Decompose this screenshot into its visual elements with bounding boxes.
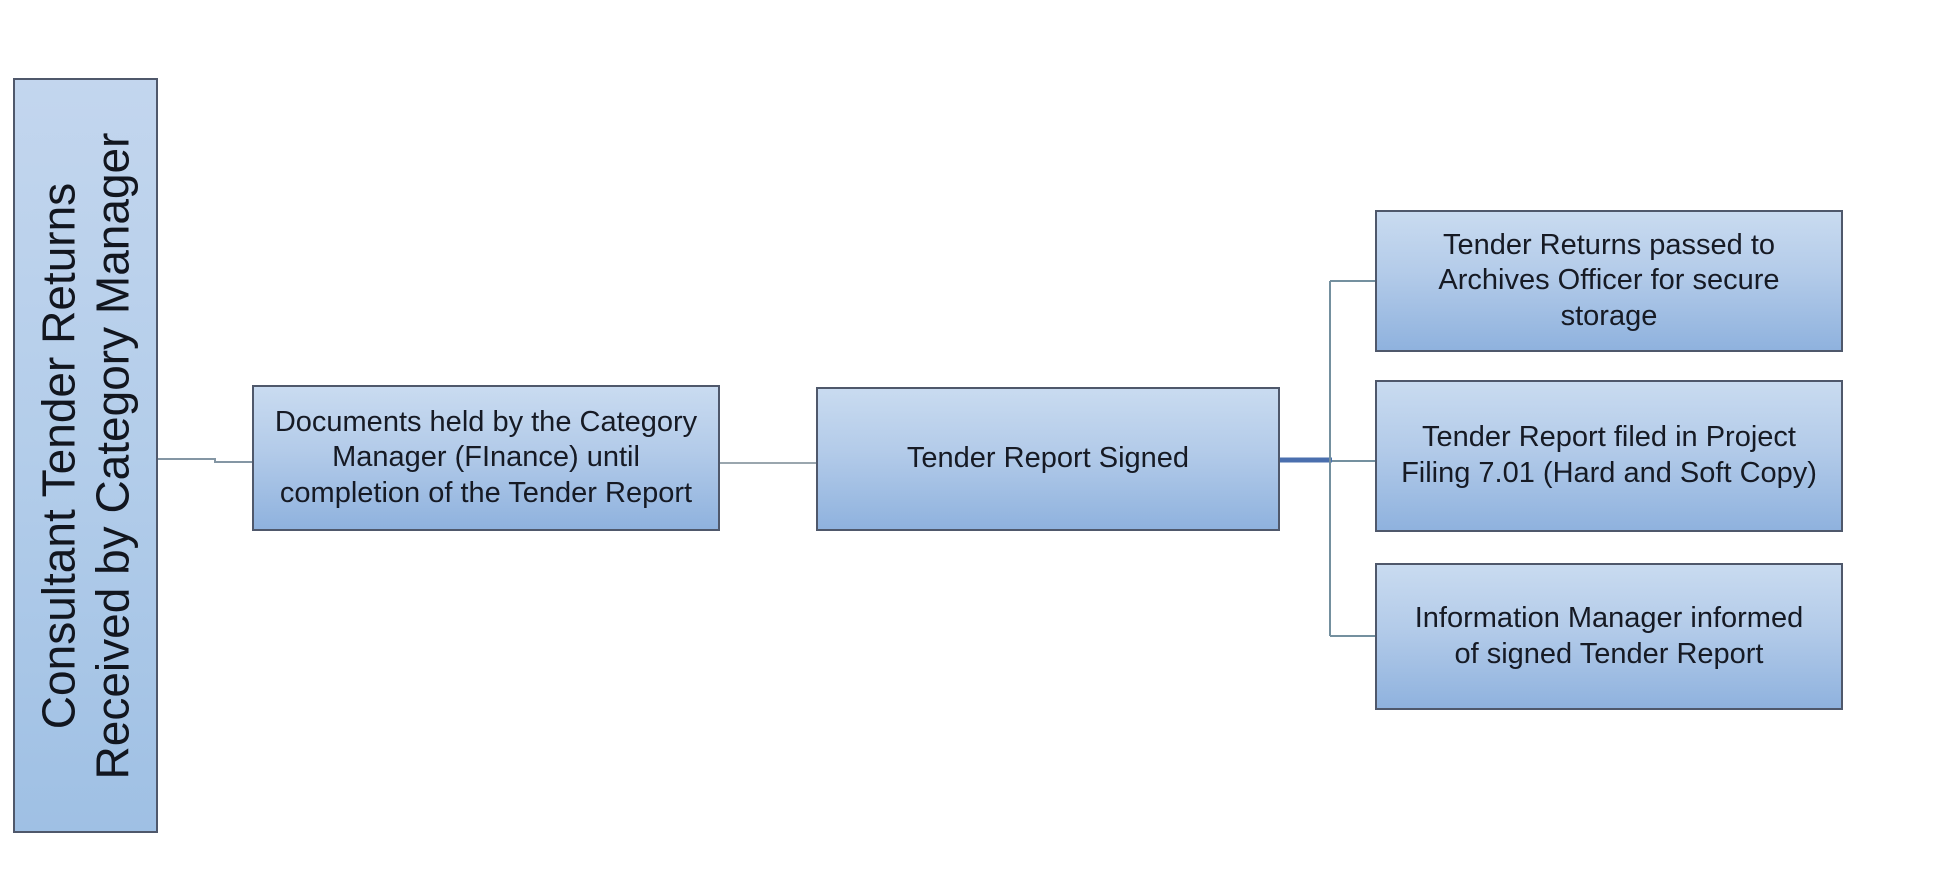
connector-root-to-documents (157, 458, 252, 463)
node-consultant-tender-returns: Consultant Tender Returns Received by Ca… (13, 78, 158, 833)
node-line: Received by Category Manager (85, 132, 138, 779)
node-tender-report-signed: Tender Report Signed (816, 387, 1280, 531)
node-tender-report-filed: Tender Report filed in Project Filing 7.… (1375, 380, 1843, 532)
node-information-manager-informed: Information Manager informed of signed T… (1375, 563, 1843, 710)
node-line: completion of the Tender Report (279, 476, 693, 509)
node-line: Archives Officer for secure (1438, 264, 1780, 297)
node-line: storage (1560, 299, 1658, 332)
node-line: Information Manager informed (1414, 601, 1804, 634)
node-line: Filing 7.01 (Hard and Soft Copy) (1401, 457, 1817, 489)
node-line: Tender Report filed in Project (1422, 421, 1796, 454)
node-line: Manager (FInance) until (332, 441, 640, 474)
node-consultant-tender-returns-label: Consultant Tender Returns Received by Ca… (13, 78, 158, 833)
node-documents-held: Documents held by the Category Manager (… (252, 385, 720, 531)
node-line: Consultant Tender Returns (32, 182, 85, 729)
node-line: Documents held by the Category (274, 405, 698, 438)
node-line: of signed Tender Report (1454, 637, 1764, 670)
node-line: Tender Returns passed to (1442, 228, 1776, 261)
node-tender-returns-archives: Tender Returns passed to Archives Office… (1375, 210, 1843, 352)
node-line: Tender Report Signed (906, 442, 1190, 475)
